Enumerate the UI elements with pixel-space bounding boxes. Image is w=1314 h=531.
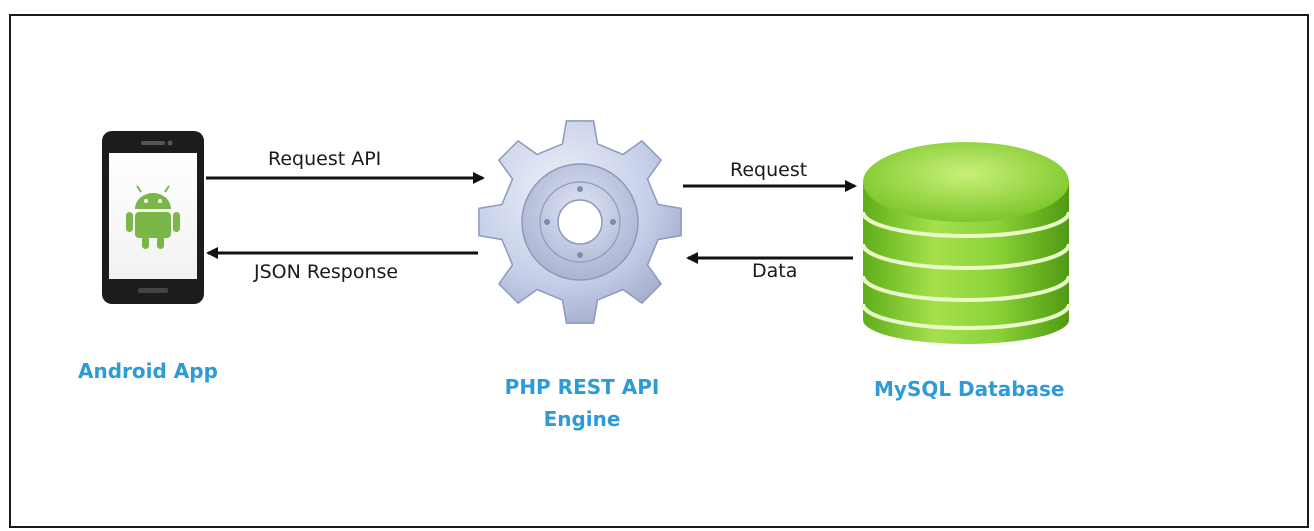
smartphone-android-icon bbox=[102, 131, 204, 304]
android-robot-icon bbox=[126, 185, 180, 249]
php-api-engine-label: PHP REST API Engine bbox=[497, 371, 667, 435]
database-icon bbox=[861, 142, 1071, 344]
gear-icon bbox=[478, 120, 682, 324]
json-response-label: JSON Response bbox=[254, 261, 399, 283]
php-api-label-line2: Engine bbox=[543, 407, 621, 431]
diagram-frame bbox=[9, 14, 1309, 528]
php-api-label-line1: PHP REST API bbox=[504, 375, 660, 399]
android-app-label: Android App bbox=[78, 359, 218, 383]
request-api-label: Request API bbox=[268, 148, 382, 170]
mysql-database-label: MySQL Database bbox=[874, 377, 1065, 401]
data-label: Data bbox=[752, 260, 798, 282]
request-label: Request bbox=[730, 159, 808, 181]
